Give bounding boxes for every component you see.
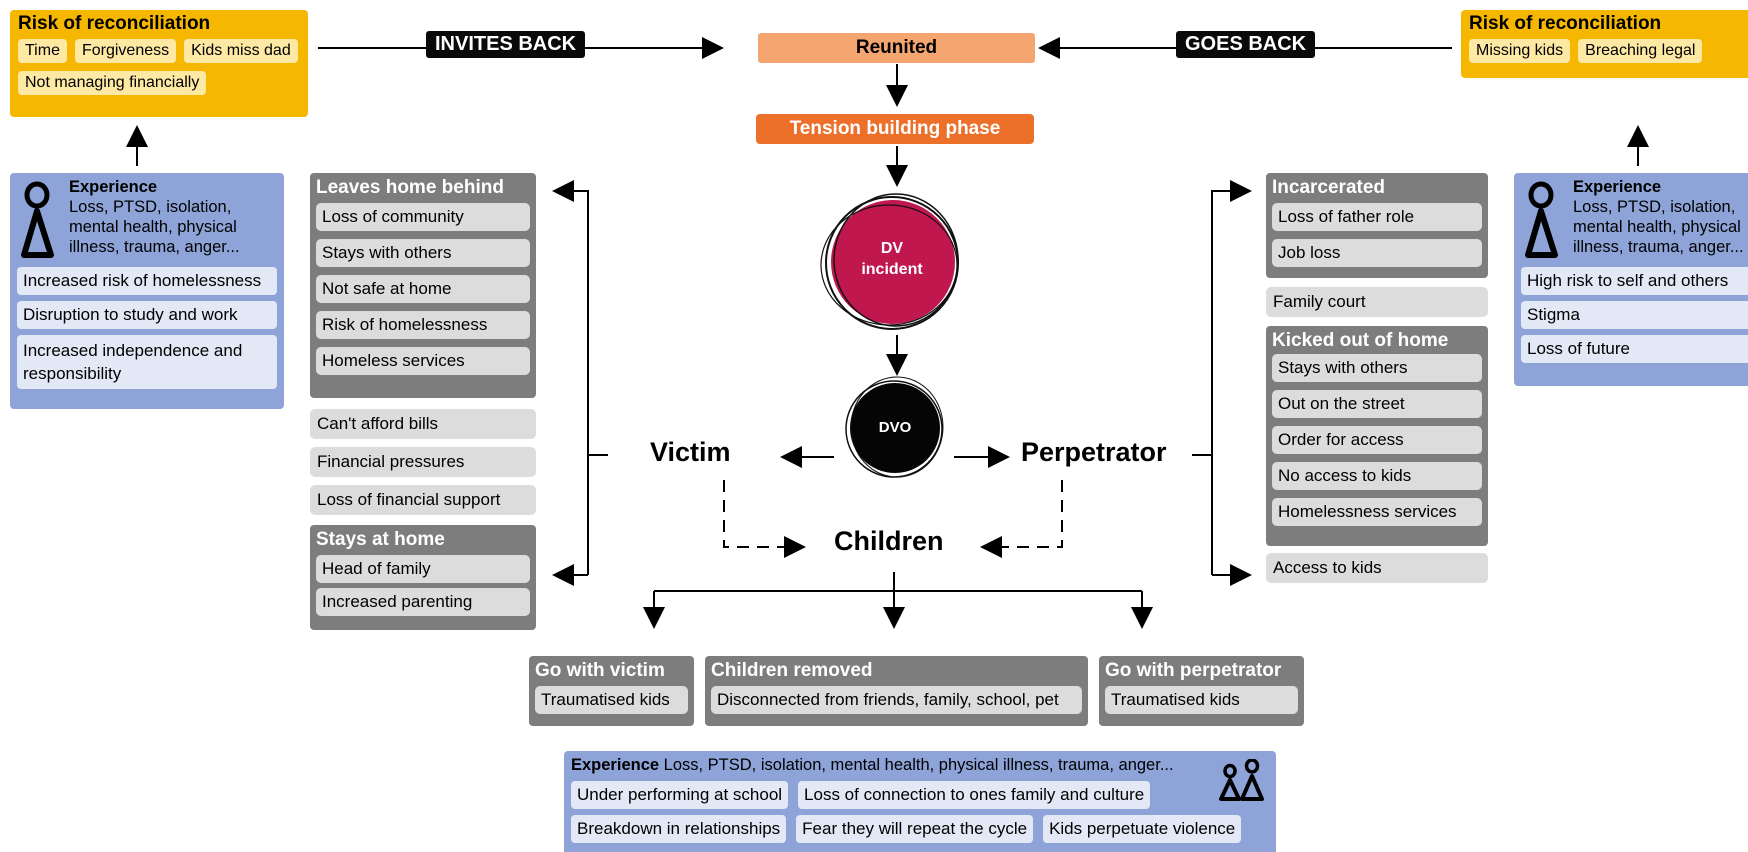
leaves-home-item: Stays with others bbox=[316, 239, 530, 267]
stays-home-item: Increased parenting bbox=[316, 588, 530, 616]
experience-item: Increased independence and responsibilit… bbox=[17, 335, 277, 389]
left-risk-title: Risk of reconciliation bbox=[18, 13, 211, 34]
stays-home-title: Stays at home bbox=[316, 529, 445, 550]
children-experience-item: Loss of connection to ones family and cu… bbox=[798, 781, 1151, 809]
right-risk-box: Risk of reconciliation Missing kids Brea… bbox=[1461, 10, 1748, 78]
tension-box: Tension building phase bbox=[756, 114, 1034, 144]
reunited-box: Reunited bbox=[758, 33, 1035, 63]
risk-chip: Breaching legal bbox=[1578, 39, 1703, 63]
victim-financial-item: Loss of financial support bbox=[310, 485, 536, 515]
risk-chip: Forgiveness bbox=[74, 39, 177, 63]
victim-bracket bbox=[552, 180, 608, 456]
children-experience-item: Kids perpetuate violence bbox=[1043, 815, 1242, 843]
children-experience-text: Loss, PTSD, isolation, mental health, ph… bbox=[663, 756, 1174, 774]
children-removed-box: Children removed Disconnected from frien… bbox=[705, 656, 1088, 726]
perpetrator-label: Perpetrator bbox=[1021, 437, 1167, 467]
experience-item: Disruption to study and work bbox=[17, 301, 277, 329]
incarcerated-item: Job loss bbox=[1272, 239, 1482, 267]
perp-bracket bbox=[1192, 180, 1252, 456]
dvo-label: DVO bbox=[878, 419, 912, 436]
right-experience-box: Experience Loss, PTSD, isolation, mental… bbox=[1514, 173, 1748, 386]
dashed-victim-children bbox=[723, 480, 806, 558]
children-experience-item: Under performing at school bbox=[571, 781, 789, 809]
kicked-out-item: Homelessness services bbox=[1272, 498, 1482, 526]
experience-item: Stigma bbox=[1521, 301, 1748, 329]
stays-home-box: Stays at home Head of family Increased p… bbox=[310, 525, 536, 630]
incarcerated-item: Loss of father role bbox=[1272, 203, 1482, 231]
stays-home-item: Head of family bbox=[316, 555, 530, 583]
go-with-perp-title: Go with perpetrator bbox=[1105, 660, 1282, 681]
dashed-perp-children bbox=[980, 480, 1063, 558]
go-with-victim-title: Go with victim bbox=[535, 660, 665, 681]
risk-chip: Missing kids bbox=[1469, 39, 1571, 63]
experience-item: Increased risk of homelessness bbox=[17, 267, 277, 295]
family-court: Family court bbox=[1266, 287, 1488, 317]
children-icon bbox=[1219, 759, 1264, 801]
kicked-out-item: No access to kids bbox=[1272, 462, 1482, 490]
goes-back-label: GOES BACK bbox=[1176, 31, 1316, 58]
kicked-out-title: Kicked out of home bbox=[1272, 330, 1449, 351]
leaves-home-box: Leaves home behind Loss of community Sta… bbox=[310, 173, 536, 398]
go-with-victim-box: Go with victim Traumatised kids bbox=[529, 656, 694, 726]
leaves-home-item: Homeless services bbox=[316, 347, 530, 375]
experience-item: Loss of future bbox=[1521, 335, 1748, 363]
children-experience-item: Fear they will repeat the cycle bbox=[796, 815, 1034, 843]
children-experience-item: Breakdown in relationships bbox=[571, 815, 787, 843]
children-removed-item: Disconnected from friends, family, schoo… bbox=[711, 686, 1082, 714]
risk-chip: Time bbox=[18, 39, 67, 63]
kicked-out-item: Out on the street bbox=[1272, 390, 1482, 418]
person-icon bbox=[21, 181, 54, 258]
risk-chip: Kids miss dad bbox=[184, 39, 298, 63]
go-with-victim-item: Traumatised kids bbox=[535, 686, 688, 714]
leaves-home-item: Loss of community bbox=[316, 203, 530, 231]
kicked-out-item: Stays with others bbox=[1272, 354, 1482, 382]
children-label: Children bbox=[834, 526, 944, 556]
left-experience-box: Experience Loss, PTSD, isolation, mental… bbox=[10, 173, 284, 409]
person-icon bbox=[1525, 181, 1558, 258]
experience-item: High risk to self and others bbox=[1521, 267, 1748, 295]
left-experience-title: Experience bbox=[69, 178, 158, 196]
children-removed-title: Children removed bbox=[711, 660, 873, 681]
kicked-out-box: Kicked out of home Stays with others Out… bbox=[1266, 326, 1488, 546]
right-risk-title: Risk of reconciliation bbox=[1469, 13, 1662, 34]
victim-financial-item: Can't afford bills bbox=[310, 409, 536, 439]
right-experience-text: Loss, PTSD, isolation, mental health, ph… bbox=[1573, 198, 1744, 256]
incarcerated-title: Incarcerated bbox=[1272, 177, 1386, 198]
incarcerated-box: Incarcerated Loss of father role Job los… bbox=[1266, 173, 1488, 278]
right-experience-title: Experience bbox=[1573, 178, 1662, 196]
invites-back-label: INVITES BACK bbox=[426, 31, 586, 58]
children-experience-box: Experience Loss, PTSD, isolation, mental… bbox=[564, 751, 1276, 852]
left-risk-box: Risk of reconciliation Time Forgiveness … bbox=[10, 10, 308, 117]
leaves-home-item: Not safe at home bbox=[316, 275, 530, 303]
leaves-home-item: Risk of homelessness bbox=[316, 311, 530, 339]
left-experience-text: Loss, PTSD, isolation, mental health, ph… bbox=[69, 198, 240, 256]
children-experience-title: Experience bbox=[571, 756, 660, 774]
go-with-perp-box: Go with perpetrator Traumatised kids bbox=[1099, 656, 1304, 726]
access-to-kids: Access to kids bbox=[1266, 553, 1488, 583]
leaves-home-title: Leaves home behind bbox=[316, 177, 504, 198]
victim-financial-item: Financial pressures bbox=[310, 447, 536, 477]
dv-incident-label: DV incident bbox=[861, 240, 923, 278]
kicked-out-item: Order for access bbox=[1272, 426, 1482, 454]
risk-chip: Not managing financially bbox=[18, 71, 207, 95]
go-with-perp-item: Traumatised kids bbox=[1105, 686, 1298, 714]
victim-label: Victim bbox=[650, 437, 731, 467]
